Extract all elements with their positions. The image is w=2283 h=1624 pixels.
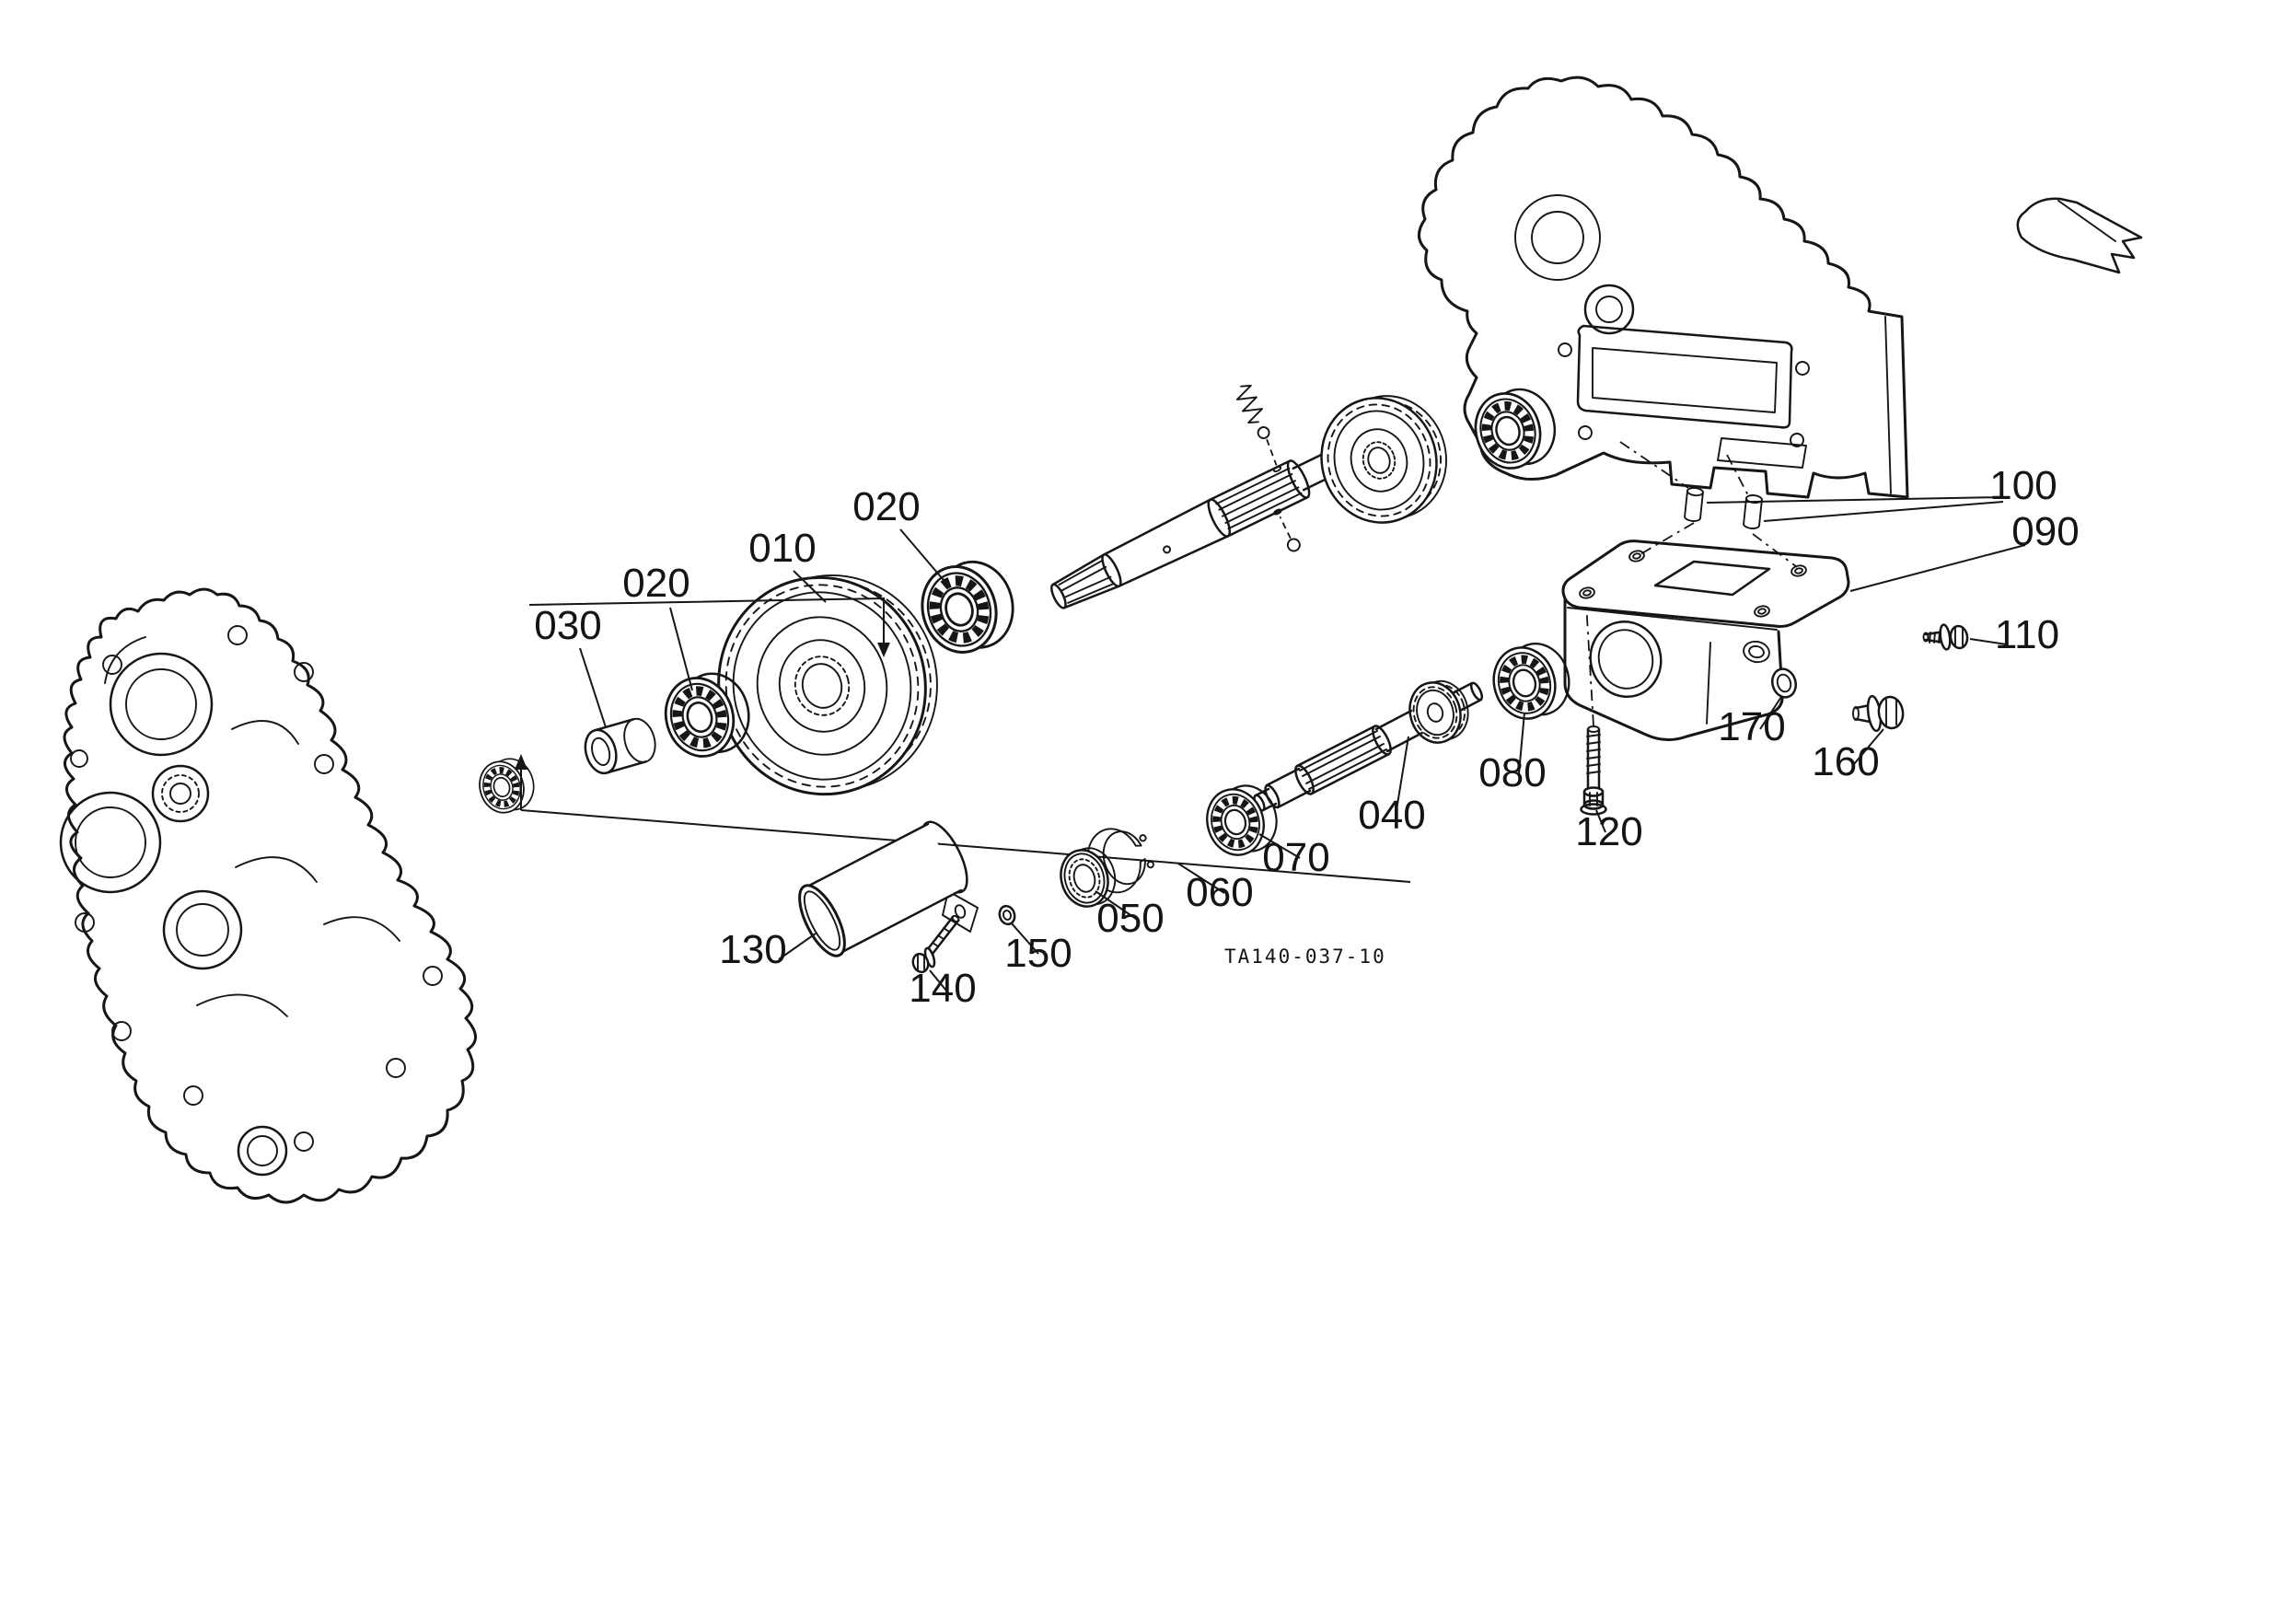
leader-line [899, 528, 949, 586]
leader-line [1759, 696, 1782, 730]
callout-040: 040 [1358, 736, 1426, 838]
counter-shaft-bearing [1467, 382, 1564, 476]
spacer-collar [584, 717, 656, 775]
leader-line [1969, 638, 2008, 645]
callout-170: 170 [1718, 696, 1786, 749]
part-number-label: 160 [1812, 739, 1879, 784]
leader-line [1177, 863, 1225, 894]
callout-130: 130 [719, 927, 817, 972]
part-number-label: 150 [1004, 931, 1072, 976]
leader-line [1853, 728, 1884, 765]
transmission-case [59, 587, 477, 1204]
mid-case-housing [1418, 75, 1909, 499]
insertion-arrows [515, 597, 890, 810]
leader-line [1010, 922, 1039, 955]
callout-160: 160 [1812, 728, 1884, 784]
part-number-label: 140 [909, 966, 976, 1011]
part-number-label: 080 [1478, 750, 1546, 795]
leader-line [1595, 809, 1606, 833]
leader-line [1763, 501, 2004, 522]
callout-080: 080 [1478, 712, 1547, 795]
leader-line [1849, 544, 2026, 592]
bearing-retainer-case [1561, 539, 1850, 741]
part-number-label: 050 [1096, 896, 1164, 941]
part-number-label: 010 [748, 526, 816, 571]
hex-plug [1852, 694, 1905, 733]
callout-150: 150 [1004, 922, 1072, 976]
part-number-label: 020 [622, 561, 690, 606]
callout-090: 090 [1849, 509, 2080, 592]
pilot-bearing [474, 754, 539, 818]
leader-line [579, 647, 607, 728]
lock-nut [998, 904, 1016, 926]
part-number-label: 100 [1989, 463, 2057, 508]
part-number-label: 120 [1575, 809, 1642, 854]
detent-ball [1279, 516, 1301, 552]
callout-110: 110 [1969, 612, 2059, 657]
part-number-label: 130 [719, 927, 786, 972]
callout-070: 070 [1258, 833, 1330, 880]
part-number-label: 110 [1995, 612, 2059, 657]
callouts: 010 020 020 030 040 050 060 070 080 090 … [534, 463, 2079, 1011]
callout-050: 050 [1095, 890, 1165, 941]
leader-line [1258, 833, 1301, 859]
drawing-number: TA140-037-10 [1224, 945, 1386, 968]
seal-washer [1770, 667, 1798, 699]
callout-010: 010 [748, 526, 827, 603]
leader-line [669, 607, 693, 691]
adjacent-case-fragment [2016, 197, 2143, 274]
shaft-cover [798, 820, 979, 957]
callout-140: 140 [909, 966, 976, 1011]
case-ball-bearing [1486, 636, 1577, 725]
counter-shaft [1050, 384, 1349, 609]
callout-020-rear: 020 [622, 561, 693, 691]
pto-output-shaft [1253, 679, 1484, 812]
detent-spring [1235, 384, 1278, 466]
part-number-label: 170 [1718, 704, 1785, 749]
part-number-label: 070 [1262, 835, 1329, 880]
part-number-label: 090 [2011, 509, 2079, 554]
cover-bolt [911, 914, 960, 974]
part-number-label: 020 [852, 484, 920, 529]
leader-line [1706, 496, 2004, 504]
part-number-label: 060 [1186, 870, 1253, 915]
splined-bore [151, 764, 210, 823]
callout-020-front: 020 [852, 484, 949, 586]
leader-line [778, 933, 817, 960]
part-number-label: 040 [1358, 793, 1425, 838]
snap-ring [1086, 828, 1154, 894]
callout-120: 120 [1575, 809, 1642, 854]
callout-100: 100 [1706, 463, 2057, 522]
assembly-axis-line [520, 809, 1411, 883]
leader-line [1395, 736, 1409, 817]
leader-line [929, 969, 947, 992]
callout-060: 060 [1177, 863, 1254, 915]
dowel-pins [1619, 441, 1798, 568]
flange-bolt-holes [1579, 550, 1807, 618]
main-drive-gear [717, 574, 938, 796]
leader-line [1518, 712, 1525, 774]
stud-bolt [1580, 601, 1607, 816]
pto-shaft-gear [1408, 679, 1469, 744]
hex-flange-bolt [1922, 623, 1969, 651]
part-number-label: 030 [534, 603, 601, 648]
leader-line [1095, 890, 1137, 920]
leader-line [793, 570, 827, 603]
counter-shaft-gear [1320, 395, 1447, 524]
callout-030: 030 [534, 603, 607, 728]
